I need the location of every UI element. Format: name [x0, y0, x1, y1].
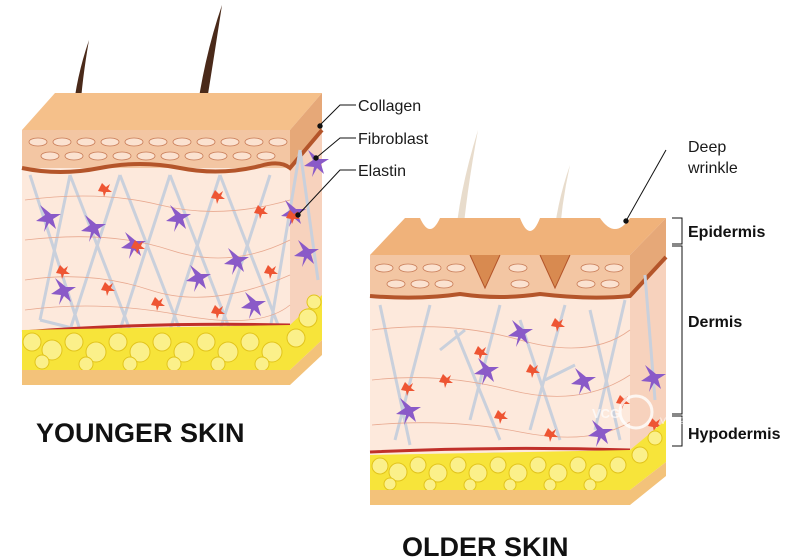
older-wrinkle-groove-2	[539, 254, 571, 290]
younger-cell-layer	[22, 130, 290, 168]
older-hair-1	[455, 130, 478, 245]
dermis-label: Dermis	[688, 314, 742, 331]
younger-hypodermis-fat	[22, 294, 322, 372]
elastin-label: Elastin	[358, 163, 406, 180]
younger-dermis-front	[22, 165, 290, 340]
younger-base	[22, 340, 322, 385]
younger-leader-lines	[295, 104, 356, 218]
older-vessel-red	[369, 446, 631, 454]
epidermis-label: Epidermis	[688, 224, 765, 241]
layer-brackets	[672, 217, 683, 447]
younger-fibroblasts	[36, 150, 329, 319]
older-elastin-knots	[401, 318, 662, 442]
younger-basement-line	[21, 128, 324, 174]
younger-cells	[28, 137, 288, 161]
older-fibroblasts	[396, 320, 666, 447]
younger-dermis-side	[290, 130, 322, 340]
older-dermis-front	[370, 295, 630, 460]
younger-cell-layer-side	[290, 93, 322, 168]
older-dermis-side	[630, 255, 666, 460]
older-epidermis-top	[370, 218, 666, 255]
older-skin-title: OLDER SKIN	[402, 532, 569, 560]
hypodermis-label: Hypodermis	[688, 426, 781, 443]
deep-wrinkle-leader	[623, 149, 667, 224]
younger-elastin-fibers	[24, 195, 291, 322]
watermark-brand: VCG	[592, 406, 620, 421]
older-hypodermis-fat	[370, 420, 666, 492]
older-cells	[374, 263, 624, 289]
older-base	[370, 462, 666, 505]
older-basement-line	[369, 255, 668, 300]
younger-collagen-fibers	[28, 149, 320, 332]
deep-wrinkle-label-line1: Deep	[688, 139, 726, 156]
older-skin-block	[369, 130, 668, 505]
older-cell-layer	[370, 255, 630, 296]
younger-skin-block	[21, 5, 329, 385]
younger-epidermis-top	[22, 93, 322, 130]
fibroblast-label: Fibroblast	[358, 131, 429, 148]
deep-wrinkle-label-line2: wrinkle	[687, 160, 738, 177]
older-wrinkle-groove-1	[469, 254, 501, 290]
collagen-label: Collagen	[358, 98, 421, 115]
watermark: VCG VCG211246695071	[592, 394, 739, 430]
watermark-code: VCG211246695071	[660, 416, 739, 426]
older-cell-layer-side	[630, 218, 666, 296]
younger-skin-title: YOUNGER SKIN	[36, 418, 245, 448]
